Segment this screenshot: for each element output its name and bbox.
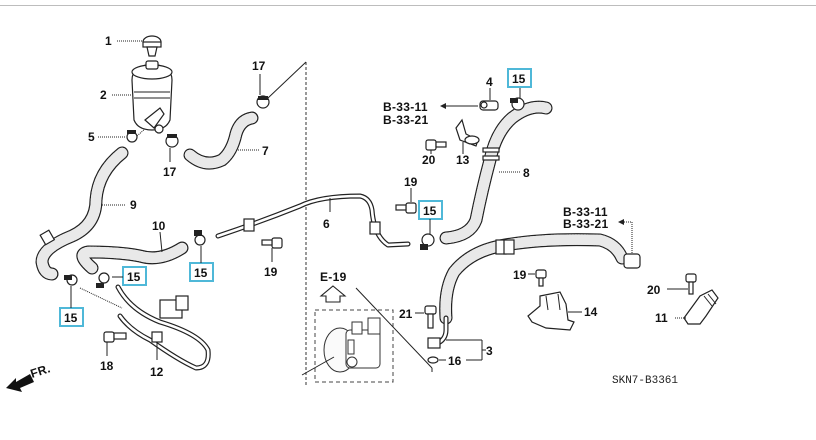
- part-17-clamp-upper[interactable]: [256, 95, 270, 109]
- top-divider: [0, 5, 816, 6]
- front-direction-arrow-icon: [6, 374, 34, 392]
- part-1-cap[interactable]: [142, 35, 162, 57]
- cross-ref-lower-2[interactable]: B-33-21: [563, 217, 608, 231]
- diagram-code: SKN7-B3361: [612, 375, 678, 387]
- svg-text:15: 15: [512, 72, 526, 86]
- part-9-hose[interactable]: [35, 146, 129, 281]
- callout-15-mid-left[interactable]: 15: [122, 266, 147, 286]
- callout-9[interactable]: 9: [130, 198, 137, 212]
- power-steering-pump-illustration[interactable]: [323, 317, 381, 373]
- part-16-washer[interactable]: [427, 356, 439, 364]
- svg-text:15: 15: [127, 270, 141, 284]
- callout-4[interactable]: 4: [486, 75, 493, 89]
- callout-15-top-right[interactable]: 15: [507, 68, 532, 88]
- part-2-reservoir[interactable]: [131, 60, 173, 134]
- part-15-clamp-d[interactable]: [420, 233, 435, 250]
- front-marker-label: FR.: [29, 361, 53, 381]
- cross-ref-lower-1[interactable]: B-33-11: [563, 205, 608, 219]
- part-20-bolt-right[interactable]: [685, 273, 697, 295]
- part-3-hose-assembly[interactable]: [427, 233, 641, 349]
- part-14-bracket[interactable]: [527, 291, 575, 331]
- callout-2[interactable]: 2: [100, 88, 107, 102]
- part-13-bracket[interactable]: [455, 118, 480, 147]
- callout-19-right[interactable]: 19: [513, 268, 527, 282]
- svg-text:15: 15: [64, 311, 78, 325]
- callout-8[interactable]: 8: [523, 166, 530, 180]
- part-19-bolt-right[interactable]: [535, 269, 547, 287]
- callout-11[interactable]: 11: [655, 311, 668, 325]
- callout-1[interactable]: 1: [105, 34, 112, 48]
- compressor-detail-frame: [314, 309, 394, 383]
- part-5-clamp[interactable]: [126, 130, 138, 143]
- callout-5[interactable]: 5: [88, 130, 95, 144]
- callout-14[interactable]: 14: [584, 305, 598, 319]
- part-15-clamp-e[interactable]: [510, 97, 525, 111]
- part-21-bolt[interactable]: [424, 305, 437, 329]
- part-4-fitting[interactable]: [479, 100, 499, 111]
- svg-text:15: 15: [194, 266, 208, 280]
- svg-text:15: 15: [423, 204, 437, 218]
- part-19-bolt-center[interactable]: [395, 202, 417, 214]
- cross-ref-upper-1[interactable]: B-33-11: [383, 100, 428, 114]
- callout-16[interactable]: 16: [448, 354, 462, 368]
- callout-19-center[interactable]: 19: [404, 175, 418, 189]
- callout-20-right[interactable]: 20: [647, 283, 661, 297]
- part-10-hose[interactable]: [76, 241, 189, 275]
- callout-20-upper[interactable]: 20: [422, 153, 436, 167]
- part-7-hose[interactable]: [183, 111, 259, 170]
- callout-18[interactable]: 18: [100, 359, 114, 373]
- callout-3[interactable]: 3: [486, 344, 493, 358]
- part-17-clamp-lower[interactable]: [165, 134, 179, 148]
- part-15-clamp-c[interactable]: [194, 230, 206, 246]
- up-arrow-icon: [319, 285, 347, 303]
- callout-21[interactable]: 21: [399, 307, 413, 321]
- part-15-clamp-b[interactable]: [96, 272, 110, 288]
- callout-10[interactable]: 10: [152, 219, 166, 233]
- callout-12[interactable]: 12: [150, 365, 164, 379]
- part-15-clamp-a[interactable]: [64, 274, 78, 286]
- callout-13[interactable]: 13: [456, 153, 470, 167]
- callout-15-left[interactable]: 15: [59, 307, 84, 327]
- callout-7[interactable]: 7: [262, 144, 269, 158]
- callout-6[interactable]: 6: [323, 217, 330, 231]
- part-11-bracket[interactable]: [683, 289, 719, 325]
- cross-ref-upper-2[interactable]: B-33-21: [383, 113, 428, 127]
- callout-15-center[interactable]: 15: [418, 200, 443, 220]
- callout-17-lower[interactable]: 17: [163, 165, 177, 179]
- part-6-pipe[interactable]: [215, 193, 411, 248]
- separator-diagonal: [267, 61, 307, 99]
- part-19-bolt-left[interactable]: [261, 237, 283, 249]
- part-20-bolt-upper[interactable]: [425, 139, 447, 151]
- part-12-pipe-assembly[interactable]: [115, 284, 211, 371]
- section-ref-e19[interactable]: E-19: [320, 270, 347, 284]
- callout-19-left[interactable]: 19: [264, 265, 278, 279]
- part-18-bolt[interactable]: [103, 331, 127, 343]
- callout-17-upper[interactable]: 17: [252, 59, 266, 73]
- callout-15-mid[interactable]: 15: [189, 262, 214, 282]
- part-8-hose[interactable]: [439, 100, 553, 245]
